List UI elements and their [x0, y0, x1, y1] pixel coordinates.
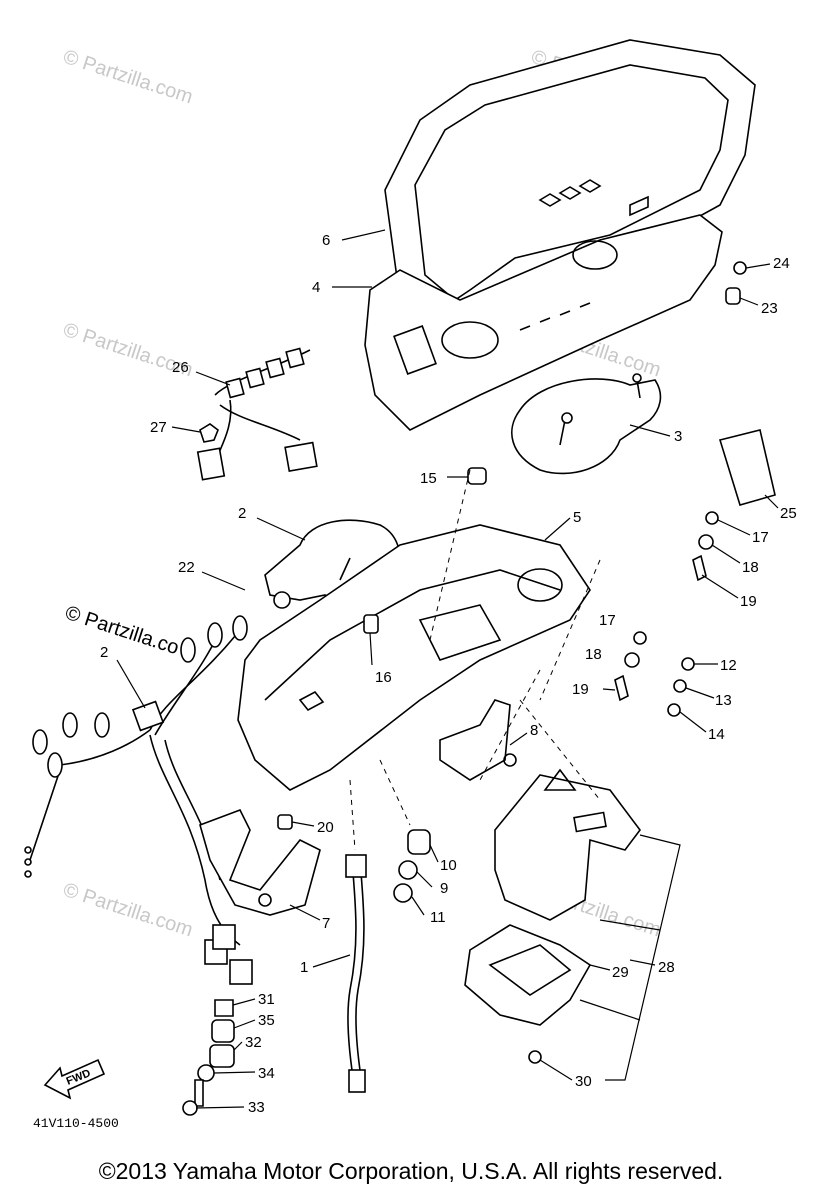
- part-label-33: 33: [248, 1099, 265, 1116]
- part-label-4: 4: [312, 279, 320, 296]
- part-label-35: 35: [258, 1012, 275, 1029]
- diagram-code: 41V110-4500: [33, 1116, 119, 1131]
- part-7-bracket: [199, 808, 321, 916]
- part-label-26: 26: [172, 359, 189, 376]
- part-label-30: 30: [575, 1073, 592, 1090]
- part-label-31: 31: [258, 991, 275, 1008]
- part-label-28: 28: [658, 959, 675, 976]
- part-label-19a: 19: [740, 593, 757, 610]
- part-label-18a: 18: [742, 559, 759, 576]
- part-label-2b: 2: [100, 644, 108, 661]
- part-number-labels: 6 4 24 23 26 27 3 15 2 5 25 17 18 19 22 …: [100, 232, 797, 1116]
- watermark: © Partzilla.com: [60, 879, 195, 942]
- part-label-8: 8: [530, 722, 538, 739]
- part-label-14: 14: [708, 726, 725, 743]
- part-label-17b: 17: [599, 612, 616, 629]
- part-4-meter-housing: [364, 214, 723, 431]
- part-3-tachometer: [511, 373, 662, 475]
- part-label-24: 23: [761, 300, 778, 317]
- watermark-dark: © Partzilla.co: [62, 602, 181, 659]
- small-hardware: [182, 261, 776, 1116]
- part-label-18b: 18: [585, 646, 602, 663]
- part-label-27: 27: [150, 419, 167, 436]
- part-label-10: 10: [440, 857, 457, 874]
- fwd-arrow-icon: FWD: [43, 1058, 106, 1100]
- center-lines: [349, 469, 601, 851]
- part-label-32: 32: [245, 1034, 262, 1051]
- part-28-handle-bracket: [494, 768, 641, 921]
- part-label-29: 29: [612, 964, 629, 981]
- part-label-9: 9: [440, 880, 448, 897]
- watermark: © Partzilla.com: [60, 46, 195, 109]
- part-5-meter-case: [237, 524, 591, 791]
- main-wire-harness: [24, 615, 253, 985]
- part-29-lower-plate: [464, 924, 592, 1026]
- part-label-25: 24: [773, 255, 790, 272]
- leader-lines: [116, 229, 779, 1109]
- part-label-23: 25: [780, 505, 797, 522]
- part-label-6: 6: [322, 232, 330, 249]
- part-label-34: 34: [258, 1065, 275, 1082]
- part-label-16: 16: [375, 669, 392, 686]
- part-label-20: 20: [317, 819, 334, 836]
- part-label-15: 15: [420, 470, 437, 487]
- part-label-13: 13: [715, 692, 732, 709]
- part-label-1: 1: [300, 959, 308, 976]
- part-label-22: 22: [178, 559, 195, 576]
- part-label-11: 11: [430, 909, 446, 926]
- part-label-2a: 2: [238, 505, 246, 522]
- part-label-7: 7: [322, 915, 330, 932]
- part-8-bracket: [439, 699, 517, 781]
- part-label-17a: 17: [752, 529, 769, 546]
- part-label-12: 12: [720, 657, 737, 674]
- part-label-5: 5: [573, 509, 581, 526]
- copyright-notice: ©2013 Yamaha Motor Corporation, U.S.A. A…: [98, 1158, 724, 1184]
- part-label-19b: 19: [572, 681, 589, 698]
- part-label-3: 3: [674, 428, 682, 445]
- part-26-harness: [196, 347, 318, 481]
- part-1-cable: [345, 854, 367, 1093]
